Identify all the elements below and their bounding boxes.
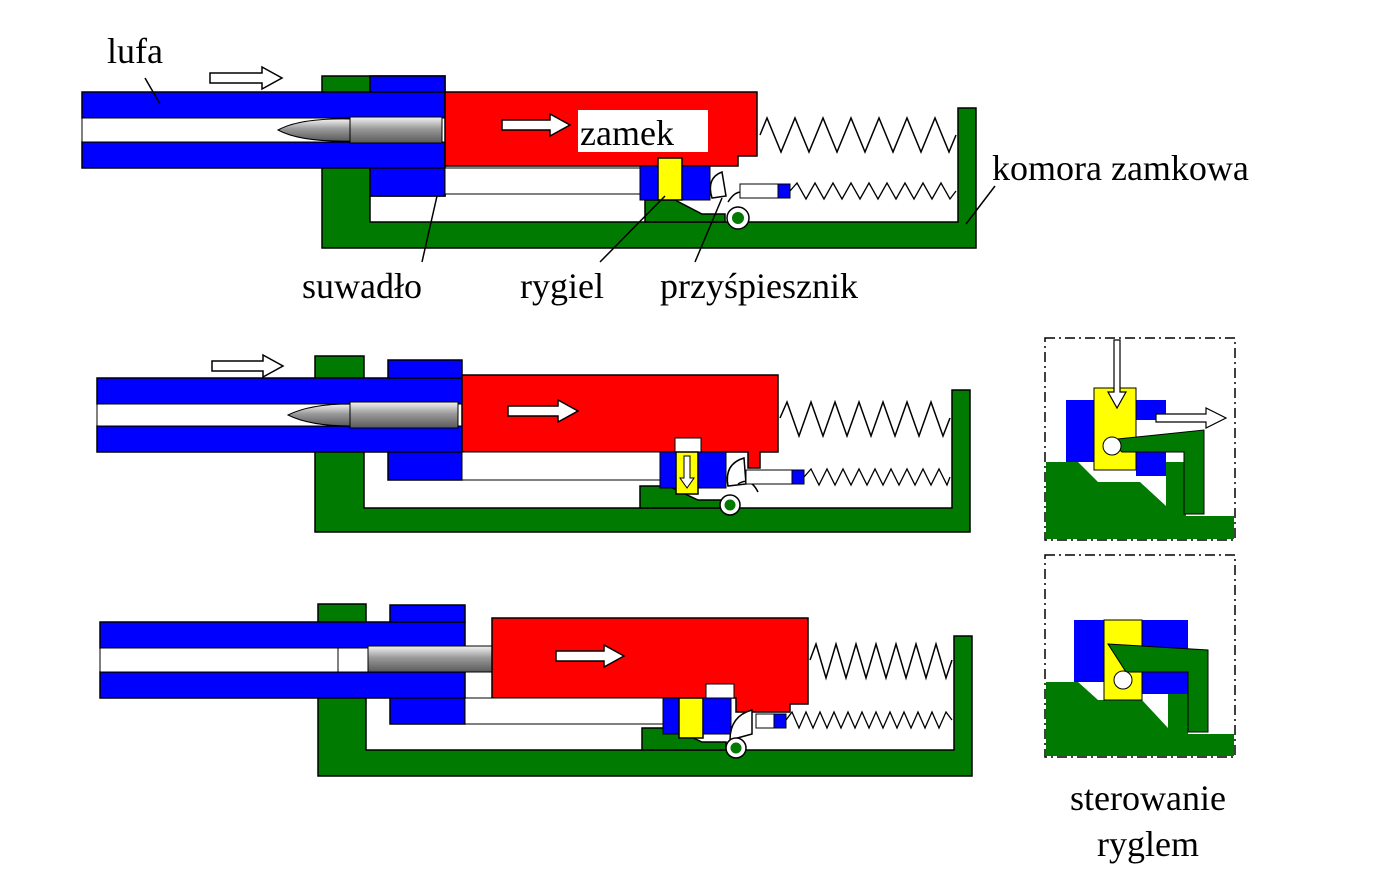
label-lock: rygiel bbox=[520, 266, 604, 306]
barrel-lower bbox=[99, 671, 466, 699]
bolt-notch bbox=[705, 683, 735, 699]
label-receiver: komora zamkowa bbox=[992, 148, 1249, 188]
bolt-notch bbox=[674, 437, 702, 453]
cartridge-case bbox=[349, 116, 443, 144]
slide-top bbox=[369, 75, 446, 93]
detail-pin bbox=[1113, 670, 1133, 690]
bolt-carrier bbox=[464, 697, 664, 725]
down-arrow-icon bbox=[1106, 339, 1128, 410]
bolt-label-box bbox=[578, 110, 708, 152]
accelerator-pivot-core bbox=[724, 499, 736, 511]
firing-pin-head bbox=[791, 469, 805, 485]
main-spring bbox=[759, 116, 957, 154]
label-lock-control-line1: sterowanie bbox=[1070, 778, 1226, 818]
accelerator-pivot-core bbox=[732, 212, 744, 224]
cartridge-case bbox=[349, 401, 459, 429]
leader-slide bbox=[421, 195, 438, 263]
cartridge-neck bbox=[337, 647, 369, 673]
detail-receiver bbox=[1046, 462, 1234, 539]
lock-housing-right bbox=[697, 451, 727, 489]
accelerator-lever bbox=[729, 709, 753, 741]
label-slide: suwadło bbox=[302, 266, 422, 306]
slide-top bbox=[389, 604, 466, 623]
lock-control-detail-a bbox=[1044, 337, 1236, 541]
down-arrow-icon bbox=[679, 455, 695, 489]
label-barrel: lufa bbox=[107, 31, 163, 71]
label-accelerator: przyśpiesznik bbox=[660, 266, 858, 306]
lock-housing-left bbox=[659, 451, 677, 489]
detail-pin bbox=[1102, 436, 1122, 456]
lock-housing-right bbox=[681, 165, 711, 201]
label-bolt: zamek bbox=[580, 113, 674, 153]
cartridge-case bbox=[367, 645, 493, 673]
lock-control-detail-b bbox=[1044, 554, 1236, 758]
right-arrow-icon bbox=[555, 643, 626, 669]
leader-barrel bbox=[144, 77, 161, 105]
lock-bolt bbox=[657, 157, 683, 201]
firing-pin-rod bbox=[755, 713, 775, 729]
leader-receiver bbox=[965, 185, 996, 225]
main-spring bbox=[809, 641, 953, 681]
accelerator-pivot-core bbox=[730, 742, 742, 754]
leader-lock bbox=[599, 195, 666, 263]
barrel-lower bbox=[96, 425, 463, 453]
barrel-upper bbox=[99, 621, 466, 649]
barrel-lower bbox=[81, 141, 446, 169]
firing-pin-rod bbox=[745, 469, 793, 485]
right-arrow-icon bbox=[507, 398, 580, 424]
state-3-unlocked bbox=[99, 603, 973, 777]
firing-pin-head bbox=[773, 713, 787, 729]
lock-housing-left bbox=[662, 697, 680, 735]
detail-housing-left bbox=[1066, 400, 1094, 462]
state-1-locked: lufa zamek komora zamkowa suwadło rygiel… bbox=[81, 31, 1249, 306]
right-arrow-icon bbox=[1155, 407, 1228, 429]
label-lock-control-line2: ryglem bbox=[1097, 824, 1199, 864]
barrel-upper bbox=[96, 377, 463, 405]
firing-spring bbox=[803, 467, 951, 487]
slide-block bbox=[389, 697, 466, 725]
accelerator-lever bbox=[709, 170, 727, 199]
lock-bolt bbox=[678, 697, 704, 739]
detail-housing-right-lower bbox=[1136, 452, 1166, 476]
detail-receiver bbox=[1046, 682, 1234, 756]
bolt-carrier bbox=[444, 167, 641, 195]
slide-block bbox=[387, 451, 463, 481]
main-spring bbox=[779, 399, 951, 439]
bolt-carrier bbox=[461, 451, 661, 481]
firing-spring bbox=[789, 181, 957, 201]
accelerator-lever bbox=[726, 457, 747, 487]
state-2-unlocking bbox=[96, 353, 971, 533]
lock-housing-right bbox=[702, 697, 732, 735]
leader-accelerator bbox=[694, 197, 723, 263]
right-arrow-icon bbox=[211, 353, 285, 379]
firing-spring bbox=[785, 710, 953, 730]
right-arrow-icon bbox=[501, 112, 572, 138]
barrel-upper bbox=[81, 91, 446, 119]
detail-cam-lever bbox=[1106, 429, 1205, 515]
firing-pin-head bbox=[777, 183, 791, 199]
slide-block bbox=[369, 167, 446, 197]
lock-housing-left bbox=[639, 165, 659, 201]
slide-top bbox=[387, 359, 463, 379]
right-arrow-icon bbox=[209, 65, 284, 91]
detail-housing-left bbox=[1074, 620, 1104, 682]
firing-pin-rod bbox=[739, 183, 779, 199]
